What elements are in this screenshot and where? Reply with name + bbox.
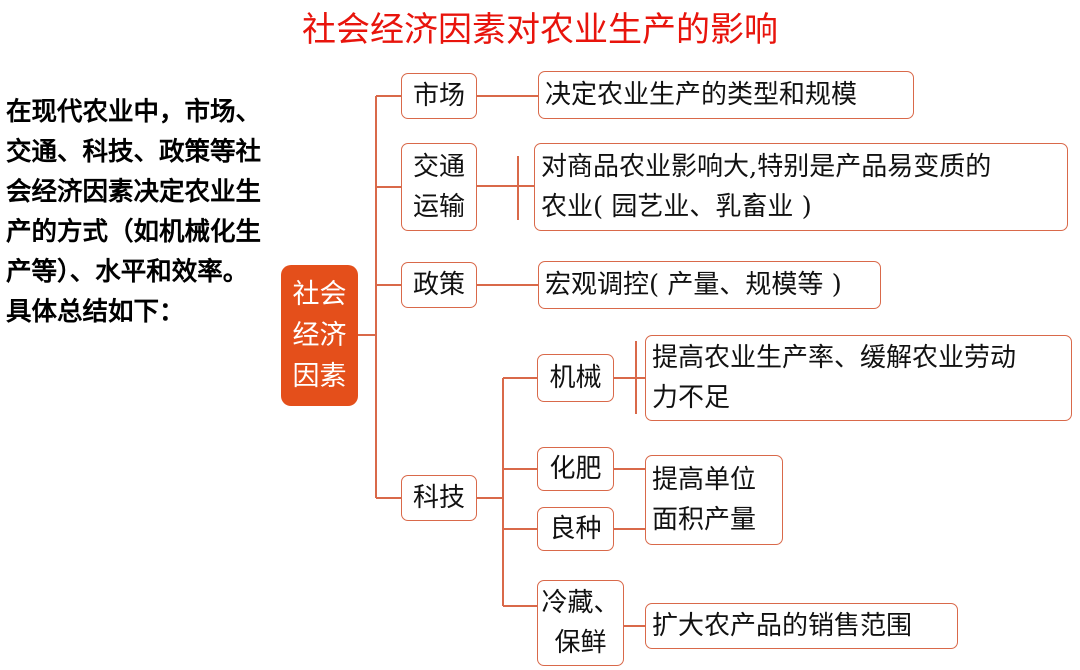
root-line-3: 因素	[292, 361, 347, 392]
node-machinery-desc-2: 力不足	[652, 383, 731, 413]
node-transport-desc-1: 对商品农业影响大,特别是产品易变质的	[541, 152, 992, 182]
connector-transport-desc	[477, 156, 534, 220]
node-fertilizer: 化肥	[537, 447, 614, 491]
node-policy-desc: 宏观调控( 产量、规模等 )	[538, 261, 881, 309]
node-yield-desc-2: 面积产量	[652, 505, 757, 535]
node-transport-desc-2: 农业( 园艺业、乳畜业 )	[541, 192, 812, 222]
node-machinery-desc: 提高农业生产率、缓解农业劳动 力不足	[645, 335, 1072, 421]
node-machinery-desc-1: 提高农业生产率、缓解农业劳动	[652, 343, 1017, 373]
node-fertilizer-label: 化肥	[549, 454, 602, 484]
node-policy-label: 政策	[412, 270, 465, 300]
node-machinery-label: 机械	[549, 363, 602, 393]
node-market: 市场	[401, 73, 477, 119]
node-market-desc: 决定农业生产的类型和规模	[538, 71, 914, 119]
node-market-label: 市场	[412, 81, 465, 111]
root-node: 社会 经济 因素	[281, 265, 358, 406]
node-tech-label: 科技	[412, 483, 465, 513]
node-yield-desc-1: 提高单位	[652, 465, 757, 495]
root-line-2: 经济	[292, 320, 347, 351]
node-transport: 交通 运输	[401, 143, 477, 231]
node-seeds: 良种	[537, 507, 614, 551]
node-transport-desc: 对商品农业影响大,特别是产品易变质的 农业( 园艺业、乳畜业 )	[534, 143, 1068, 231]
node-seeds-label: 良种	[549, 514, 602, 544]
node-transport-label-1: 交通	[412, 152, 465, 182]
node-cold-storage-label-1: 冷藏、	[541, 588, 620, 618]
node-cold-storage: 冷藏、 保鲜	[537, 580, 624, 666]
node-market-desc-text: 决定农业生产的类型和规模	[545, 80, 858, 110]
node-cold-storage-desc: 扩大农产品的销售范围	[645, 603, 958, 649]
node-policy-desc-text: 宏观调控( 产量、规模等 )	[545, 270, 842, 300]
root-line-1: 社会	[292, 279, 347, 310]
intro-paragraph: 在现代农业中，市场、交通、科技、政策等社会经济因素决定农业生产的方式（如机械化生…	[6, 97, 262, 327]
node-policy: 政策	[401, 262, 477, 308]
diagram-title: 社会经济因素对农业生产的影响	[302, 10, 778, 50]
node-cold-storage-desc-text: 扩大农产品的销售范围	[652, 611, 913, 641]
node-transport-label-2: 运输	[412, 192, 465, 222]
node-tech: 科技	[401, 475, 477, 521]
node-yield-desc: 提高单位 面积产量	[645, 455, 783, 545]
connector-machinery-desc	[614, 341, 645, 414]
node-machinery: 机械	[537, 354, 614, 402]
node-cold-storage-label-2: 保鲜	[554, 628, 607, 658]
